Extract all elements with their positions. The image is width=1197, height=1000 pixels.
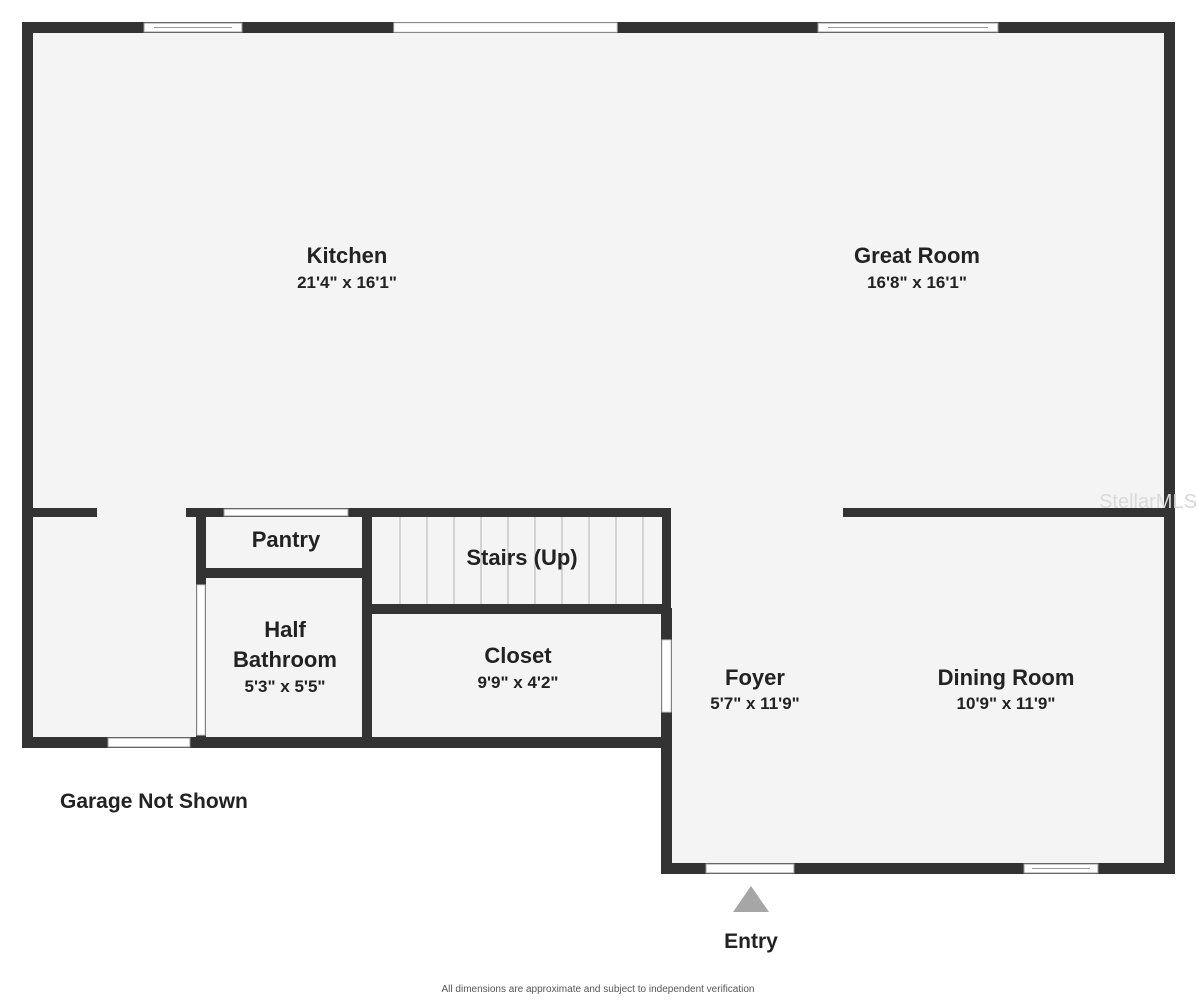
half-bathroom-dimensions: 5'3" x 5'5" xyxy=(245,677,326,696)
floor-fill xyxy=(28,28,1169,868)
kitchen-name: Kitchen xyxy=(307,243,388,268)
great-room-name: Great Room xyxy=(854,243,980,268)
entry-arrow-icon xyxy=(733,886,769,912)
watermark-text: StellarMLS xyxy=(1099,491,1197,513)
great-room-dimensions: 16'8" x 16'1" xyxy=(867,273,967,292)
windows xyxy=(107,22,1099,874)
disclaimer-text: All dimensions are approximate and subje… xyxy=(442,984,755,995)
foyer-dimensions: 5'7" x 11'9" xyxy=(710,694,799,713)
foyer-name: Foyer xyxy=(725,665,785,690)
dining-room-name: Dining Room xyxy=(938,665,1075,690)
closet-dimensions: 9'9" x 4'2" xyxy=(478,673,559,692)
garage-note: Garage Not Shown xyxy=(60,790,248,813)
stairs-name: Stairs (Up) xyxy=(466,545,577,570)
entry-label: Entry xyxy=(724,930,778,953)
kitchen-dimensions: 21'4" x 16'1" xyxy=(297,273,397,292)
closet-name: Closet xyxy=(484,643,552,668)
half-bathroom-name-line1: Half xyxy=(264,617,306,642)
dining-room-dimensions: 10'9" x 11'9" xyxy=(957,694,1056,713)
pantry-name: Pantry xyxy=(252,527,321,552)
stairs-treads xyxy=(399,517,644,605)
half-bathroom-name-line2: Bathroom xyxy=(233,647,337,672)
